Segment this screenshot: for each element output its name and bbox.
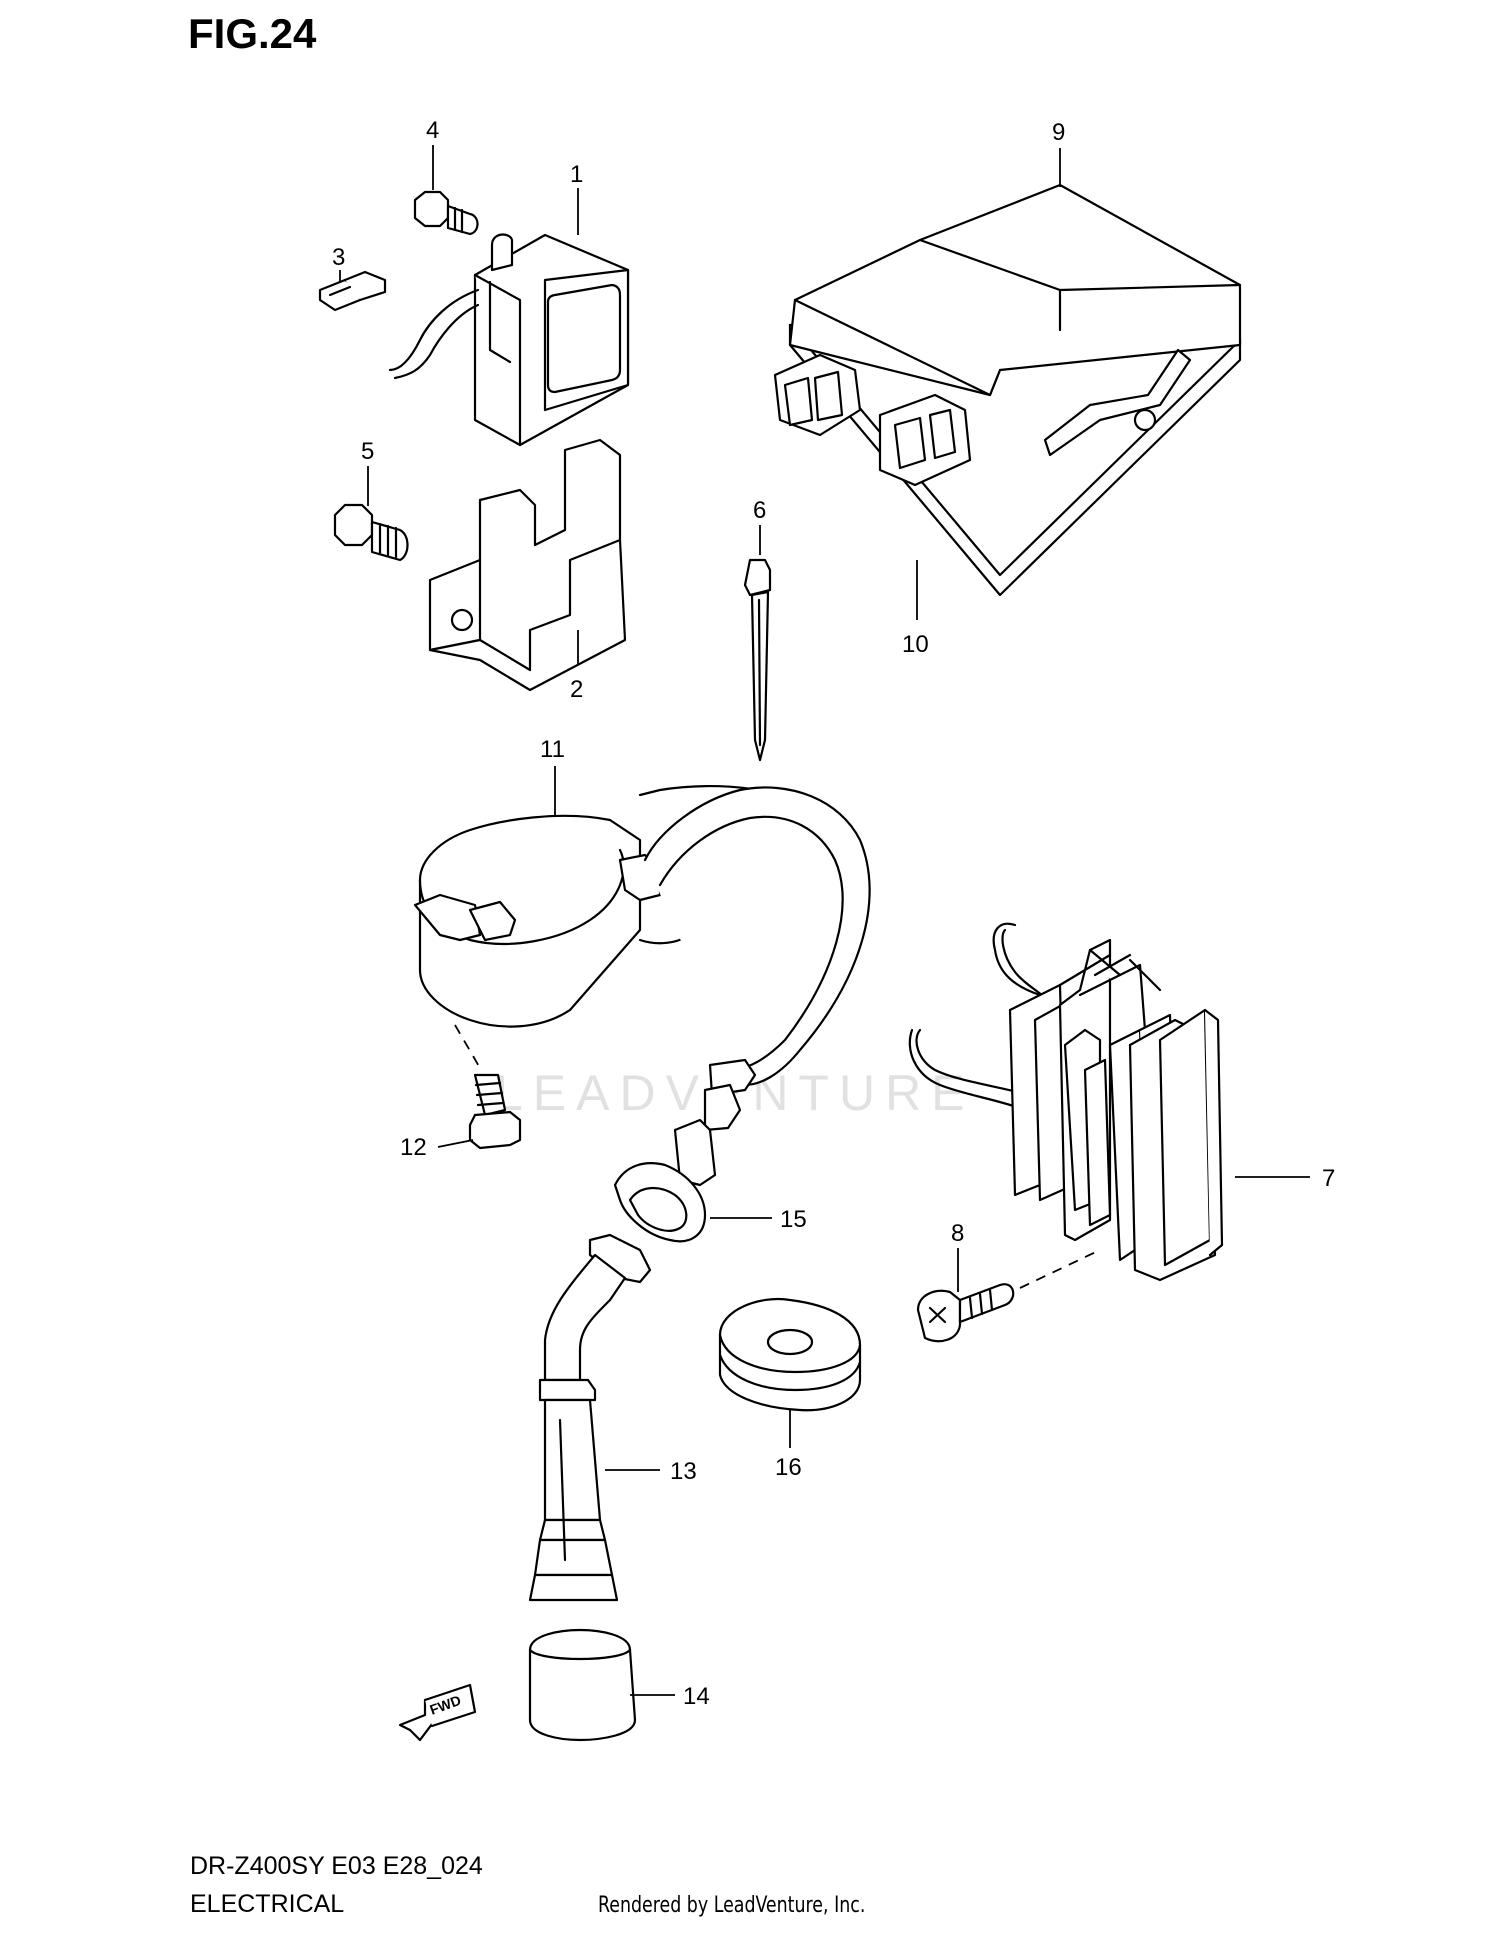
part-5-bolt — [333, 503, 409, 562]
callout-9: 9 — [1052, 119, 1065, 146]
callout-15: 15 — [780, 1206, 807, 1233]
dash-line-8 — [1019, 1249, 1101, 1289]
part-2-bracket — [428, 438, 627, 692]
callout-4: 4 — [426, 117, 439, 144]
part-7-regulator — [908, 922, 1224, 1282]
part-12-bolt — [468, 1073, 522, 1150]
part-3-connector — [318, 270, 387, 312]
part-16-grommet — [718, 1297, 862, 1412]
callout-1: 1 — [570, 161, 583, 188]
part-4-bolt — [413, 190, 479, 236]
callout-3: 3 — [332, 244, 345, 271]
callout-11: 11 — [540, 736, 565, 763]
callout-6: 6 — [753, 497, 766, 524]
callout-8: 8 — [951, 1220, 964, 1247]
part-11-ignition-coil — [413, 785, 871, 1132]
callout-14: 14 — [683, 1683, 710, 1710]
callout-10: 10 — [902, 631, 929, 658]
part-1-relay — [388, 233, 630, 447]
dash-line-12 — [454, 1024, 481, 1069]
model-code: DR-Z400SY E03 E28_024 — [190, 1852, 483, 1880]
section-name: ELECTRICAL — [190, 1890, 345, 1918]
callout-13: 13 — [670, 1458, 697, 1485]
rendered-by-credit: Rendered by LeadVenture, Inc. — [598, 1893, 866, 1918]
callout-5: 5 — [361, 438, 374, 465]
part-6-cable-tie — [743, 558, 772, 762]
part-9-cdi-unit — [773, 183, 1242, 487]
part-8-screw — [916, 1283, 1015, 1343]
callout-7: 7 — [1322, 1165, 1335, 1192]
callout-12: 12 — [400, 1134, 427, 1161]
leader-lines — [339, 145, 1310, 1696]
fig-title: FIG.24 — [188, 10, 317, 57]
part-15-cap-seal — [613, 1118, 717, 1243]
callout-16: 16 — [775, 1454, 802, 1481]
callouts: 1 2 3 4 5 6 7 8 9 10 11 12 13 14 15 16 — [332, 117, 1335, 1710]
callout-2: 2 — [570, 676, 583, 703]
fwd-arrow-icon: FWD — [398, 1683, 477, 1742]
part-14-cap — [528, 1628, 637, 1742]
part-13-plug-lead — [528, 1233, 652, 1602]
